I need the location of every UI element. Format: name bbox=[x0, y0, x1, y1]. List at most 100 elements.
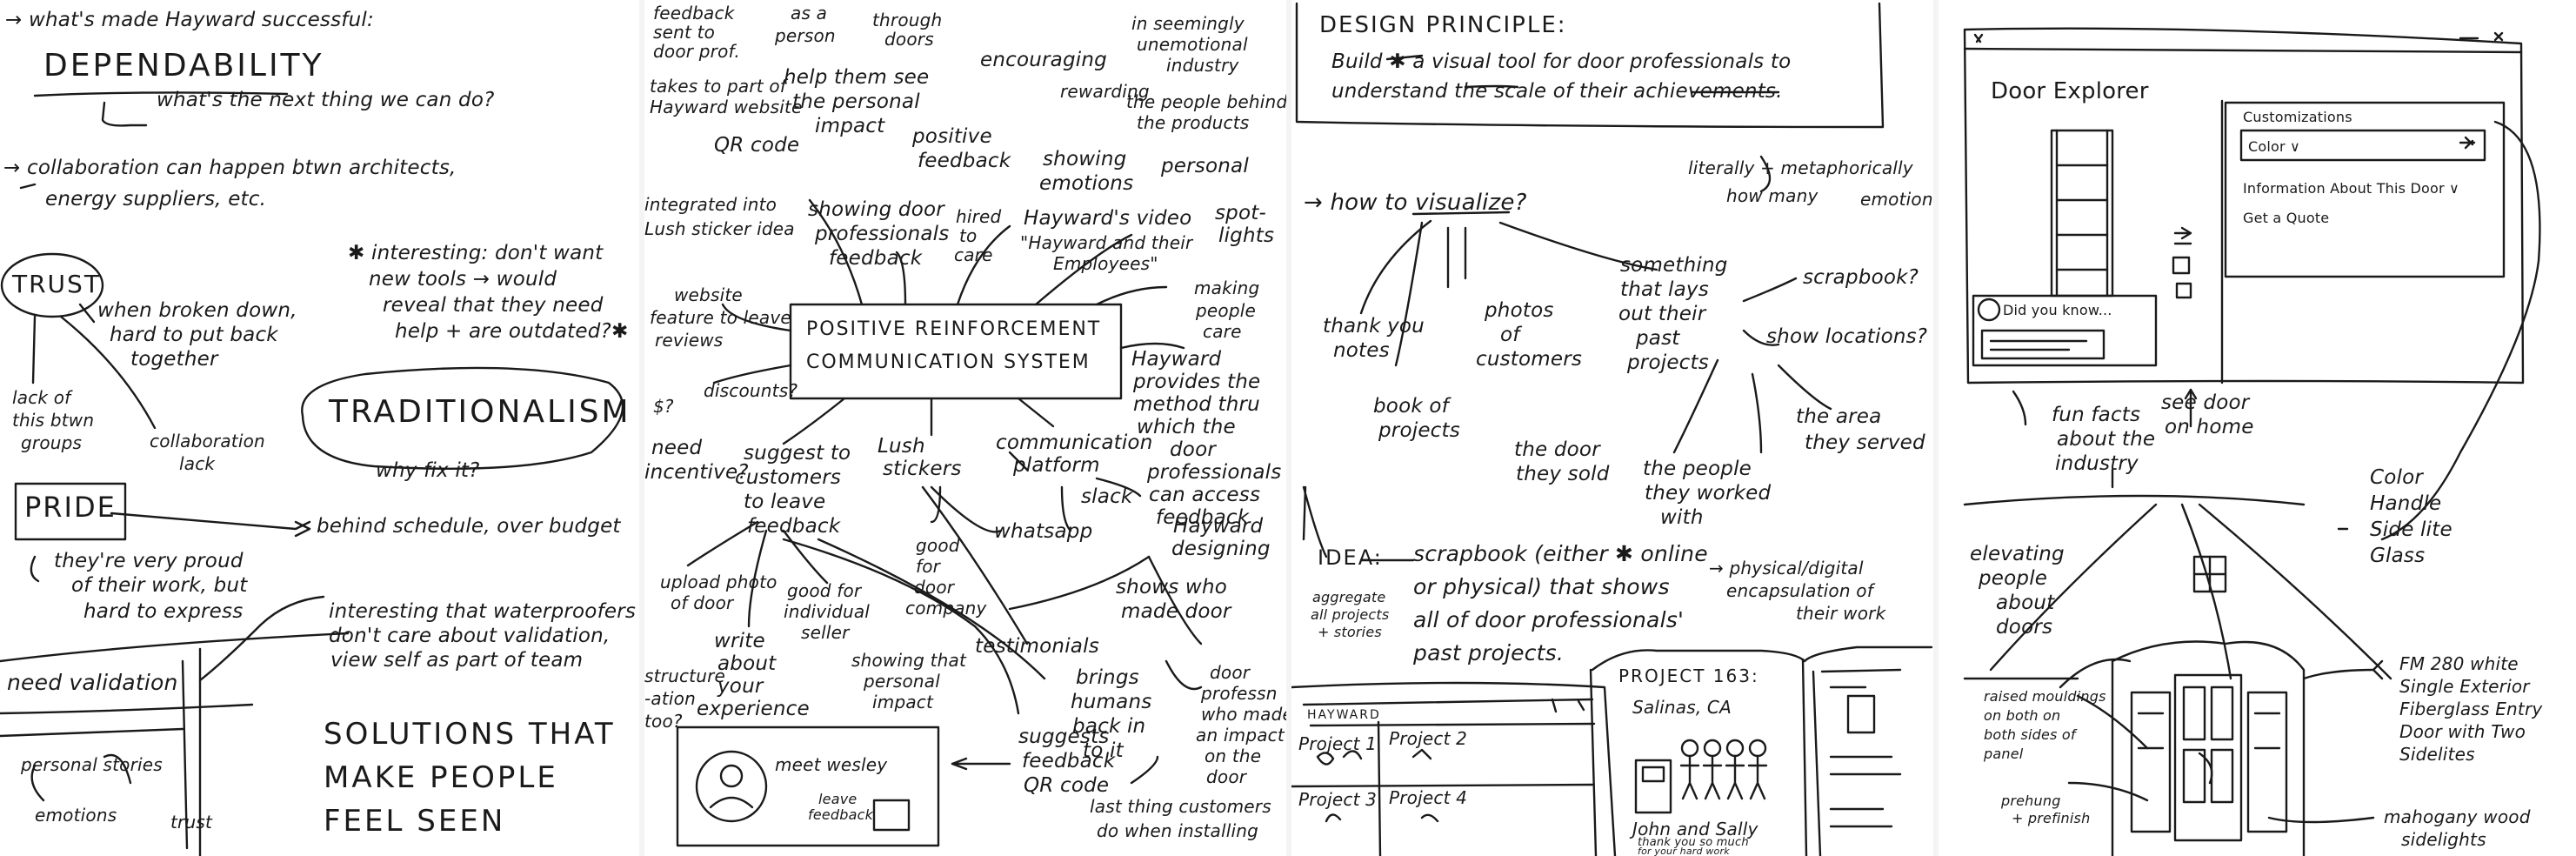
showing-door-line3: feedback bbox=[829, 245, 922, 271]
elevating-line3: about bbox=[1996, 590, 2054, 616]
video-line1: Hayward's video bbox=[1024, 205, 1191, 231]
people-worked-line1: the people bbox=[1643, 456, 1752, 482]
book-line1: book of bbox=[1373, 393, 1449, 419]
color-select[interactable]: Color ∨ bbox=[2248, 137, 2300, 156]
encouraging-node: encouraging bbox=[980, 47, 1107, 73]
mahogany-line1: mahogany wood bbox=[2384, 806, 2531, 828]
thank-note-line2: for your hard work bbox=[1638, 847, 1730, 856]
seemingly-line2: unemotional bbox=[1137, 33, 1248, 56]
positive-feedback-line1: positive bbox=[912, 124, 992, 150]
need-validation-note: need validation bbox=[7, 670, 178, 696]
design-principle-heading: DESIGN PRINCIPLE: bbox=[1319, 12, 1567, 38]
hayward-designing-line2: designing bbox=[1171, 536, 1271, 562]
lush-line2: stickers bbox=[883, 456, 962, 482]
video-line2: "Hayward and their bbox=[1020, 231, 1192, 254]
positive-feedback-line2: feedback bbox=[918, 148, 1011, 174]
showing-impact-line3: impact bbox=[872, 691, 933, 713]
project-4-label: Project 4 bbox=[1389, 786, 1467, 809]
good-company-line3: door bbox=[914, 576, 954, 599]
collaboration-note-line2: energy suppliers, etc. bbox=[45, 186, 266, 212]
good-company-line4: company bbox=[905, 597, 987, 619]
video-line3: Employees" bbox=[1053, 252, 1158, 275]
door-profs-line5: on the bbox=[1205, 745, 1261, 767]
panel-design-principle: DESIGN PRINCIPLE: Build ✱ a visual tool … bbox=[1291, 0, 1933, 856]
last-thing-line1: last thing customers bbox=[1090, 795, 1271, 818]
website-line3: reviews bbox=[655, 329, 723, 351]
build-statement-line2: understand the scale of their achievemen… bbox=[1331, 78, 1783, 104]
central-node-line1: POSITIVE REINFORCEMENT bbox=[806, 317, 1101, 343]
central-node-line2: COMMUNICATION SYSTEM bbox=[806, 350, 1091, 376]
elevating-line1: elevating bbox=[1970, 541, 2065, 567]
emotional-note: emotional bbox=[1860, 188, 1933, 211]
need-incentive-line2: incentive? bbox=[644, 459, 749, 485]
people-worked-line3: with bbox=[1660, 505, 1704, 531]
discounts-note: discounts? bbox=[704, 379, 797, 402]
good-company-line2: for bbox=[916, 555, 940, 578]
people-behind-line2: the products bbox=[1137, 111, 1249, 134]
photos-line2: of bbox=[1500, 322, 1520, 348]
elevating-line2: people bbox=[1979, 565, 2047, 592]
trust-note-line2: hard to put back bbox=[110, 322, 278, 348]
attribute-glass: Glass bbox=[2370, 543, 2425, 569]
shows-who-line1: shows who bbox=[1116, 574, 1227, 600]
customizations-heading: Customizations bbox=[2243, 108, 2352, 126]
collab-lack-line2: lack bbox=[179, 452, 215, 475]
something-line5: projects bbox=[1627, 350, 1709, 376]
get-quote-link[interactable]: Get a Quote bbox=[2243, 209, 2329, 227]
attribute-color: Color bbox=[2370, 465, 2423, 491]
door-profs-line6: door bbox=[1206, 766, 1246, 788]
proud-note-line1: they're very proud bbox=[54, 548, 244, 574]
door-profs-line4: an impact bbox=[1196, 724, 1285, 746]
integrated-line1: integrated into bbox=[644, 193, 777, 216]
trust-note-line3: together bbox=[130, 346, 218, 372]
making-care-line1: making bbox=[1194, 277, 1259, 299]
as-person-line1: as a bbox=[791, 2, 827, 24]
mahogany-line2: sidelights bbox=[2401, 828, 2486, 851]
suggest-line4: feedback bbox=[747, 513, 840, 539]
attribute-handle: Handle bbox=[2370, 491, 2441, 517]
physical-line2: encapsulation of bbox=[1726, 579, 1873, 602]
information-dropdown[interactable]: Information About This Door ∨ bbox=[2243, 179, 2459, 197]
collab-lack-line1: collaboration bbox=[150, 430, 265, 452]
shows-who-line2: made door bbox=[1121, 599, 1231, 625]
scrapbook-node: scrapbook? bbox=[1803, 264, 1919, 291]
next-thing-note: what's the next thing we can do? bbox=[157, 87, 495, 113]
hayward-site-header: HAYWARD bbox=[1307, 706, 1381, 725]
fm-line2: Single Exterior bbox=[2399, 675, 2530, 698]
whatsapp-node: whatsapp bbox=[994, 518, 1092, 545]
suggest-line2: customers bbox=[735, 465, 841, 491]
panel-divider bbox=[1286, 0, 1291, 856]
emotions-note: emotions bbox=[35, 804, 117, 826]
upload-line2: of door bbox=[671, 592, 733, 614]
fm-line3: Fiberglass Entry bbox=[2399, 698, 2542, 720]
salinas-location: Salinas, CA bbox=[1632, 696, 1732, 719]
elevating-line4: doors bbox=[1996, 614, 2052, 640]
suggest-line3: to leave bbox=[744, 489, 825, 515]
see-door-line1: see door bbox=[2161, 390, 2249, 416]
door-profs-line3: who made bbox=[1201, 703, 1286, 726]
something-line4: past bbox=[1636, 325, 1680, 351]
dependability-heading: DEPENDABILITY bbox=[43, 45, 324, 87]
solutions-heading-line1: SOLUTIONS THAT bbox=[324, 713, 616, 755]
something-line2: that lays bbox=[1620, 277, 1709, 303]
dollar-note: $? bbox=[653, 395, 674, 418]
structure-line1: structure bbox=[644, 665, 725, 687]
did-you-know-text: Did you know... bbox=[2003, 301, 2112, 319]
trust-heading: TRUST bbox=[12, 271, 101, 298]
aggregate-line3: + stories bbox=[1318, 623, 1382, 641]
proud-note-line3: hard to express bbox=[83, 599, 243, 625]
showing-emotions-line1: showing bbox=[1043, 146, 1126, 172]
write-line4: experience bbox=[697, 696, 810, 722]
panel-insights: → what's made Hayward successful: DEPEND… bbox=[0, 0, 639, 856]
aggregate-line2: all projects bbox=[1311, 605, 1389, 624]
solutions-heading-line3: FEEL SEEN bbox=[324, 800, 505, 842]
fun-facts-line2: about the bbox=[2057, 426, 2155, 452]
brings-line1: brings bbox=[1076, 665, 1139, 691]
help-them-line1: help them see bbox=[784, 64, 929, 90]
showing-door-line2: professionals bbox=[815, 221, 949, 247]
interesting-note-line4: help + are outdated?✱ bbox=[395, 318, 628, 344]
project-163-title: PROJECT 163: bbox=[1618, 665, 1759, 687]
seemingly-line3: industry bbox=[1166, 54, 1239, 77]
project-1-label: Project 1 bbox=[1298, 732, 1377, 755]
pride-heading: PRIDE bbox=[24, 494, 117, 520]
